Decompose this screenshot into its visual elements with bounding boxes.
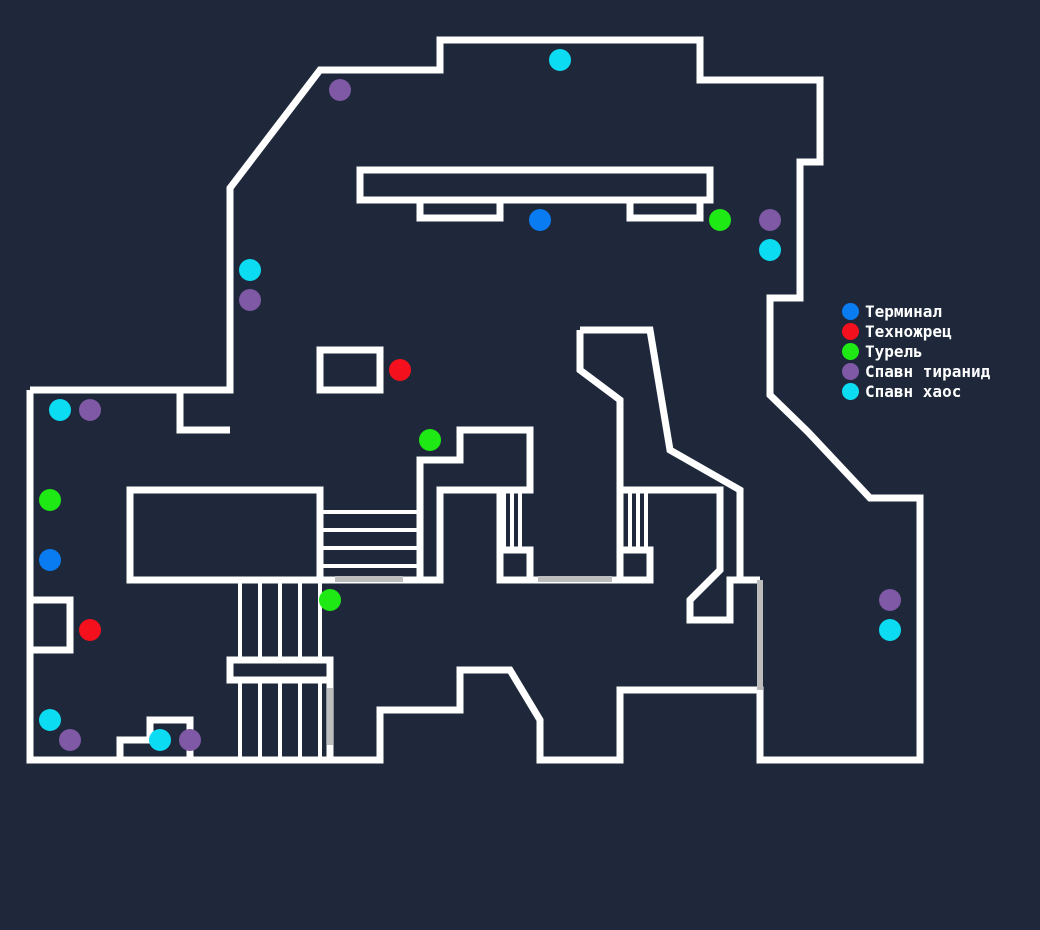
north-long-barrier <box>356 166 714 204</box>
west-niche-wall <box>30 596 74 654</box>
legend-label-terminal: Терминал <box>865 301 943 321</box>
turret-west-marker <box>39 489 61 511</box>
chaos-spawn-west-corridor-marker <box>239 259 261 281</box>
tyranid-spawn-top-left-marker <box>329 79 351 101</box>
turret-south-center-marker <box>319 589 341 611</box>
legend-label-turret: Турель <box>865 341 923 361</box>
chaos-spawn-north-east-marker <box>759 239 781 261</box>
chaos-spawn-west-room-marker <box>49 399 71 421</box>
north-barrier-tab-right <box>626 200 704 222</box>
tyranid-spawn-swatch <box>842 362 859 380</box>
technopriest-center-marker <box>389 359 411 381</box>
west-alcove-wall <box>176 390 230 434</box>
legend-item-tyranid-spawn: Спавн тиранид <box>842 361 990 381</box>
tyranid-spawn-south-right-marker <box>179 729 201 751</box>
turret-north-east-marker <box>709 209 731 231</box>
markers <box>39 49 901 751</box>
tyranid-spawn-north-east-marker <box>759 209 781 231</box>
chaos-spawn-south-left-marker <box>149 729 171 751</box>
turret-swatch <box>842 342 859 360</box>
turret-center-marker <box>419 429 441 451</box>
terminal-west-marker <box>39 549 61 571</box>
tyranid-spawn-east-marker <box>879 589 901 611</box>
tyranid-spawn-west-corridor-marker <box>239 289 261 311</box>
technopriest-west-marker <box>79 619 101 641</box>
legend-item-terminal: Терминал <box>842 301 990 321</box>
east-ramp-structure <box>620 486 760 624</box>
terminal-swatch <box>842 302 859 320</box>
center-pillar-right <box>616 490 654 584</box>
bottom-left-notch <box>116 716 194 760</box>
tyranid-spawn-west-room-marker <box>79 399 101 421</box>
legend: Терминал Техножрец Турель Спавн тиранид … <box>842 301 990 401</box>
technopriest-swatch <box>842 322 859 340</box>
chaos-spawn-top-marker <box>549 49 571 71</box>
east-diagonal-wall <box>580 326 744 580</box>
north-barrier-tab-left <box>416 200 504 222</box>
center-structure <box>320 426 534 584</box>
legend-label-technopriest: Техножрец <box>865 321 952 341</box>
legend-label-chaos-spawn: Спавн хаос <box>865 381 962 401</box>
chaos-spawn-swatch <box>842 382 859 400</box>
legend-label-tyranid-spawn: Спавн тиранид <box>865 361 991 381</box>
doors <box>327 576 763 745</box>
chaos-spawn-south-west-marker <box>39 709 61 731</box>
east-inner-wall <box>576 330 624 490</box>
center-crate <box>316 346 384 394</box>
legend-item-chaos-spawn: Спавн хаос <box>842 381 990 401</box>
legend-item-turret: Турель <box>842 341 990 361</box>
outer-wall-north <box>26 36 924 764</box>
stairs <box>238 490 648 760</box>
tyranid-spawn-south-west-marker <box>59 729 81 751</box>
legend-item-technopriest: Техножрец <box>842 321 990 341</box>
chaos-spawn-east-marker <box>879 619 901 641</box>
terminal-north-marker <box>529 209 551 231</box>
west-block <box>126 486 324 584</box>
